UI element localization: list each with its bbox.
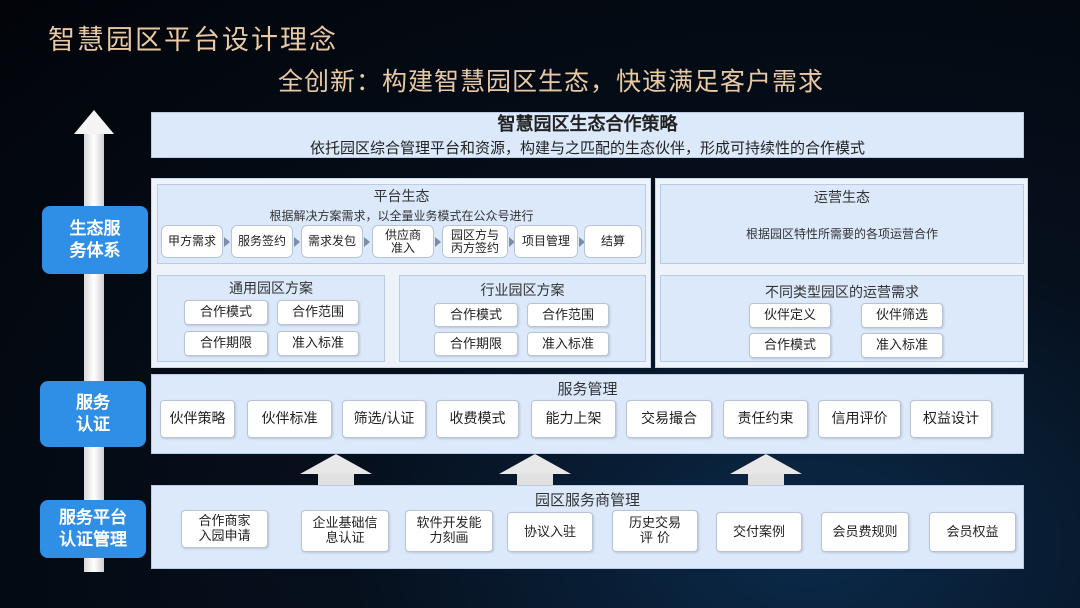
provider-item: 历史交易 评 价 bbox=[612, 510, 698, 552]
ops-need-item: 合作模式 bbox=[749, 333, 831, 358]
general-item: 合作模式 bbox=[184, 300, 268, 325]
arrow-up-icon bbox=[300, 454, 372, 474]
arrow-up-icon bbox=[74, 110, 114, 134]
provider-item: 企业基础信 息认证 bbox=[301, 510, 389, 552]
chevron-right-icon bbox=[579, 237, 585, 247]
ops-eco-panel: 运营生态 根据园区特性所需要的各项运营合作 bbox=[660, 184, 1024, 264]
page-subtitle: 全创新：构建智慧园区生态，快速满足客户需求 bbox=[278, 67, 825, 96]
service-item: 伙伴策略 bbox=[160, 400, 235, 438]
ops-needs-title: 不同类型园区的运营需求 bbox=[765, 285, 919, 301]
ops-needs-panel: 不同类型园区的运营需求 bbox=[660, 275, 1024, 362]
service-item: 收费模式 bbox=[436, 400, 519, 438]
industry-item: 合作期限 bbox=[434, 332, 518, 356]
flow-step: 甲方需求 bbox=[161, 225, 223, 258]
provider-item: 合作商家 入园申请 bbox=[181, 510, 268, 548]
industry-item: 准入标准 bbox=[527, 332, 609, 356]
platform-eco-title: 平台生态 bbox=[373, 189, 430, 205]
flow-step: 结算 bbox=[584, 225, 642, 258]
arrow-up-icon bbox=[730, 454, 802, 474]
chevron-right-icon bbox=[364, 237, 370, 247]
flow-step: 园区方与 丙方签约 bbox=[442, 225, 508, 258]
strategy-panel: 智慧园区生态合作策略 依托园区综合管理平台和资源，构建与之匹配的生态伙伴，形成可… bbox=[151, 112, 1024, 158]
arrow-up-icon bbox=[499, 454, 571, 474]
service-item: 伙伴标准 bbox=[247, 400, 332, 438]
ops-eco-title: 运营生态 bbox=[814, 190, 870, 206]
industry-item: 合作范围 bbox=[527, 303, 609, 327]
chevron-right-icon bbox=[294, 237, 300, 247]
provider-mgmt-title: 园区服务商管理 bbox=[534, 491, 640, 509]
provider-item: 协议入驻 bbox=[507, 512, 593, 552]
flow-step: 供应商 准入 bbox=[372, 225, 434, 258]
general-solution-title: 通用园区方案 bbox=[229, 281, 313, 297]
flow-step: 需求发包 bbox=[301, 225, 363, 258]
service-item: 权益设计 bbox=[910, 400, 992, 438]
chevron-right-icon bbox=[435, 237, 441, 247]
platform-eco-desc: 根据解决方案需求，以全量业务模式在公众号进行 bbox=[269, 209, 534, 223]
chevron-right-icon bbox=[509, 237, 515, 247]
side-label-service-cert: 服务 认证 bbox=[40, 381, 146, 447]
provider-item: 交付案例 bbox=[716, 512, 802, 552]
arrow-up-shaft bbox=[318, 474, 354, 485]
industry-solution-title: 行业园区方案 bbox=[480, 283, 565, 299]
strategy-desc: 依托园区综合管理平台和资源，构建与之匹配的生态伙伴，形成可持续性的合作模式 bbox=[309, 139, 865, 157]
side-label-platform-cert: 服务平台 认证管理 bbox=[40, 500, 146, 558]
general-item: 合作期限 bbox=[184, 331, 268, 356]
flow-step: 项目管理 bbox=[514, 225, 578, 258]
page-title: 智慧园区平台设计理念 bbox=[48, 25, 338, 56]
service-item: 筛选/认证 bbox=[342, 400, 426, 438]
chevron-right-icon bbox=[224, 237, 230, 247]
arrow-up-shaft bbox=[517, 474, 553, 485]
provider-item: 会员费规则 bbox=[821, 512, 909, 552]
side-label-eco-service: 生态服 务体系 bbox=[42, 206, 148, 274]
strategy-title: 智慧园区生态合作策略 bbox=[497, 114, 678, 135]
service-item: 信用评价 bbox=[818, 400, 901, 438]
ops-need-item: 伙伴定义 bbox=[749, 303, 831, 328]
industry-item: 合作模式 bbox=[434, 303, 518, 327]
provider-item: 软件开发能 力刻画 bbox=[405, 510, 493, 552]
general-item: 合作范围 bbox=[277, 300, 359, 325]
service-item: 责任约束 bbox=[723, 400, 808, 438]
ops-need-item: 伙伴筛选 bbox=[861, 303, 943, 328]
flow-step: 服务签约 bbox=[231, 225, 293, 258]
ops-need-item: 准入标准 bbox=[861, 333, 943, 358]
service-mgmt-title: 服务管理 bbox=[557, 380, 618, 398]
arrow-up-shaft bbox=[748, 474, 784, 485]
provider-item: 会员权益 bbox=[929, 512, 1016, 552]
service-item: 交易撮合 bbox=[626, 400, 712, 438]
service-item: 能力上架 bbox=[531, 400, 616, 438]
general-item: 准入标准 bbox=[277, 331, 359, 356]
ops-eco-desc: 根据园区特性所需要的各项运营合作 bbox=[745, 227, 938, 241]
